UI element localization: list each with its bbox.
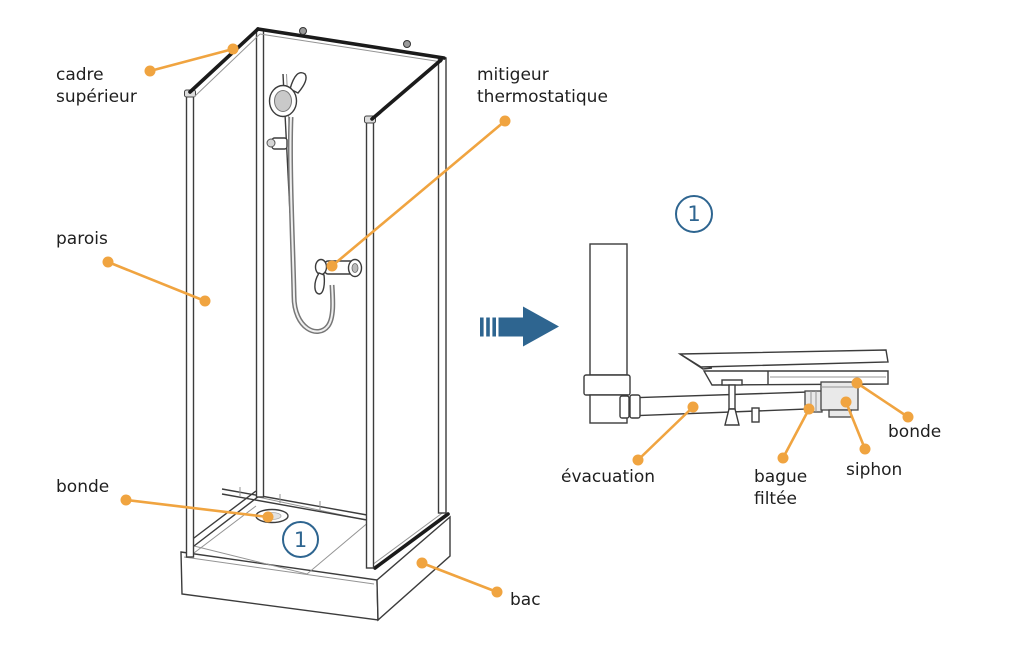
post-right — [437, 57, 447, 514]
wall-pipe — [589, 243, 628, 376]
leader-bonde-detail — [855, 381, 910, 419]
leader-cadre-superieur — [148, 47, 235, 73]
top-frame-left-edge — [188, 27, 260, 94]
bracket-bar — [721, 379, 743, 386]
leader-bague-filtee — [781, 407, 811, 460]
shower-hose — [287, 116, 336, 334]
label-bague-filtee: bague filtée — [754, 467, 808, 510]
tray-top-slab — [677, 349, 889, 368]
base-skirt-right — [376, 515, 451, 622]
wall-pipe-collar — [583, 374, 631, 396]
label-parois: parois — [56, 229, 108, 249]
top-frame-right-edge — [256, 27, 446, 60]
leader-evacuation — [636, 405, 695, 462]
post-front-left — [185, 91, 195, 558]
base-skirt-front — [180, 551, 379, 621]
siphon-body — [820, 381, 859, 411]
right-wall-top-edge — [370, 58, 443, 121]
label-bonde-cabin: bonde — [56, 477, 110, 497]
marker-1-cabin: 1 — [282, 521, 319, 558]
label-bac: bac — [510, 590, 541, 610]
callout-leaders — [102, 43, 914, 598]
post-back — [255, 29, 265, 498]
mixer-lever — [314, 272, 326, 295]
transition-arrow-icon — [480, 306, 559, 347]
post-inner-right — [365, 117, 375, 569]
thermostatic-mixer — [314, 258, 363, 295]
marker-1-detail: 1 — [675, 195, 713, 233]
evacuation-pipe — [626, 391, 809, 417]
leader-siphon — [844, 400, 867, 451]
leader-mitigeur — [330, 119, 507, 268]
leader-bac — [420, 561, 499, 594]
siphon-foot — [828, 409, 852, 418]
label-evacuation: évacuation — [561, 467, 656, 487]
small-tab — [751, 407, 760, 423]
hanger-bracket — [724, 408, 740, 426]
label-cadre-superieur: cadre supérieur — [56, 65, 137, 108]
label-bonde-detail: bonde — [888, 422, 942, 442]
frame-hook-icon — [403, 40, 411, 48]
drain-detail-drawing — [583, 243, 889, 426]
leader-parois — [106, 260, 207, 303]
shower-handle — [289, 71, 307, 94]
hand-shower-set — [266, 71, 336, 334]
label-mitigeur-thermostatique: mitigeur thermostatique — [477, 65, 608, 108]
label-siphon: siphon — [846, 460, 903, 480]
leader-bonde-cabin — [124, 498, 270, 519]
frame-hook-icon — [299, 27, 307, 35]
